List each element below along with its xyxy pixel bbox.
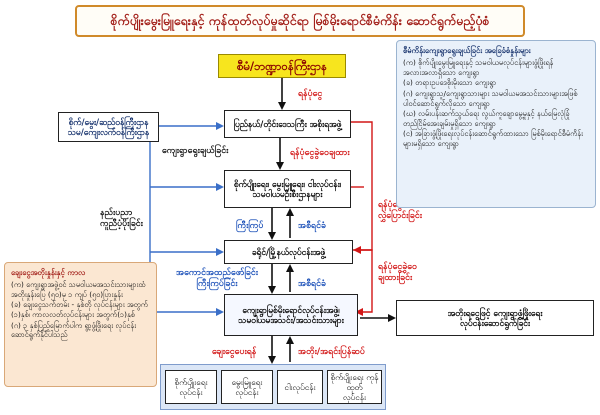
label-loan: ချေးငွေပေးရန် [212, 347, 257, 357]
note-right-item: (ခ) တရားဥပဒေစိုးမိုးသော ကျေးရွာ [403, 78, 497, 88]
label-fund-disburse: ရန်ပုံငွေခွဲဝေ ချထားခြင်း [378, 262, 417, 284]
label-village-selection: ကျေးရွာရွေးချယ်ခြင်း [162, 146, 229, 156]
node-ministry-planning: စီမံ/ဘဏ္ဍာဝန်ကြီးဌာန [218, 54, 346, 78]
note-left-heading: ချေးငွေအတိုးနှုန်းနှင့် ကာလ [11, 268, 86, 277]
note-left-item: (ဂ) ၃ နှစ်ပြည့်မြောက်ပါက ရွာ့ဖွံ့ဖြိုးရေ… [11, 320, 137, 340]
sector-box-agro-production: စိုက်ပျိုးရေး ကုန်ထုတ် လုပ်ငန်း [327, 370, 382, 404]
sector-box-livestock: မွေးမြူရေး လုပ်ငန်း [221, 370, 273, 404]
sector-box-agriculture: စိုက်ပျိုးရေး လုပ်ငန်း [165, 370, 217, 404]
diagram-title: စိုက်ပျိုးမွေးမြူရေးနှင့် ကုန်ထုတ်လုပ်မှ… [75, 5, 525, 37]
note-right-heading: စီမံကိန်းကျေးရွာရွေးချယ်ခြင်း အခြေခံစံနှ… [403, 46, 531, 55]
sector-box-fishery: ငါးလုပ်ငန်း [277, 370, 323, 404]
label-fund-allocation: ရန်ပုံငွေ [298, 89, 323, 99]
node-region-state-government: ပြည်နယ်/တိုင်းဒေသကြီး အစိုးရအဖွဲ့ [224, 110, 351, 138]
node-district-township-team: ခရိုင်/မြို့နယ်လုပ်ငန်းအဖွဲ့ [224, 240, 353, 264]
label-fund-request: ရန်ပုံငွေခွဲဝေချထား [290, 148, 350, 158]
label-technical-support: နည်းပညာ ကူညီပံ့ပိုးခြင်း [100, 208, 143, 230]
note-left-item: (က) ကျေးရွာအဖွဲ့ဝင် သမဝါယမအသင်းသားများထံ… [11, 280, 146, 299]
node-interest-village-development: အတိုးရငွေဖြင့် ကျေးရွာဖွံ့ဖြိုးရေး လုပ်င… [396, 300, 594, 336]
note-right-item: (က) စိုက်ပျိုးမွေးမြူရေးနှင့် သမဝါယမလုပ်… [403, 58, 554, 77]
label-implement-supervise: အကောင်အထည်ဖော်ခြင်း ကြီးကြပ်ခြင်း [176, 268, 258, 290]
label-repayment: အတိုး/အရင်းပြန်ဆပ် [298, 347, 365, 357]
label-supervise: ကြီးကြပ် [236, 221, 264, 231]
note-loan-interest-period: ချေးငွေအတိုးနှုန်းနှင့် ကာလ (က) ကျေးရွာအ… [4, 262, 157, 387]
note-right-item: (ဃ) လမ်းပန်းဆက်သွယ်ရေး လွယ်ကူချောမွေ့မှု… [403, 109, 570, 128]
note-right-item: (ဂ) ကျေးရွာသူ/ကျေးရွာသားများ သမဝါယမအသင်း… [403, 88, 578, 108]
label-fund-transfer: ရန်ပုံငွေ လွှဲပြောင်းခြင်း [378, 200, 422, 222]
note-right-item: (င) အခြားဖွံ့ဖြိုးရေးလုပ်ငန်းဆောင်ရွက်ထာ… [403, 129, 583, 149]
note-left-item: (ခ) ချေးငွေသက်တမ်း - နှစ်တို လုပ်ငန်းမျာ… [11, 300, 148, 319]
note-village-selection-criteria: စီမံကိန်းကျေးရွာရွေးချယ်ခြင်း အခြေခံစံနှ… [396, 40, 596, 208]
node-departments-committee: စိုက်ပျိုးရေး၊ မွေးမြူရေး၊ ငါးလုပ်ငန်း၊ … [224, 170, 351, 208]
label-report-up-1: အစီရင်ခံ [298, 221, 326, 231]
node-ministry-agriculture: စိုက်/မွေး/ဆည်ဝန်ကြီးဌာန သမ/ကျေးလက်ဝန်ကြ… [58, 112, 159, 142]
node-village-team-cooperative: ကျေးရွာမြစ်မိုးရောင်လုပ်ငန်းအဖွဲ့၊ သမဝါယ… [224, 294, 358, 336]
label-report-up-2: အစီရင်ခံ [298, 279, 326, 289]
